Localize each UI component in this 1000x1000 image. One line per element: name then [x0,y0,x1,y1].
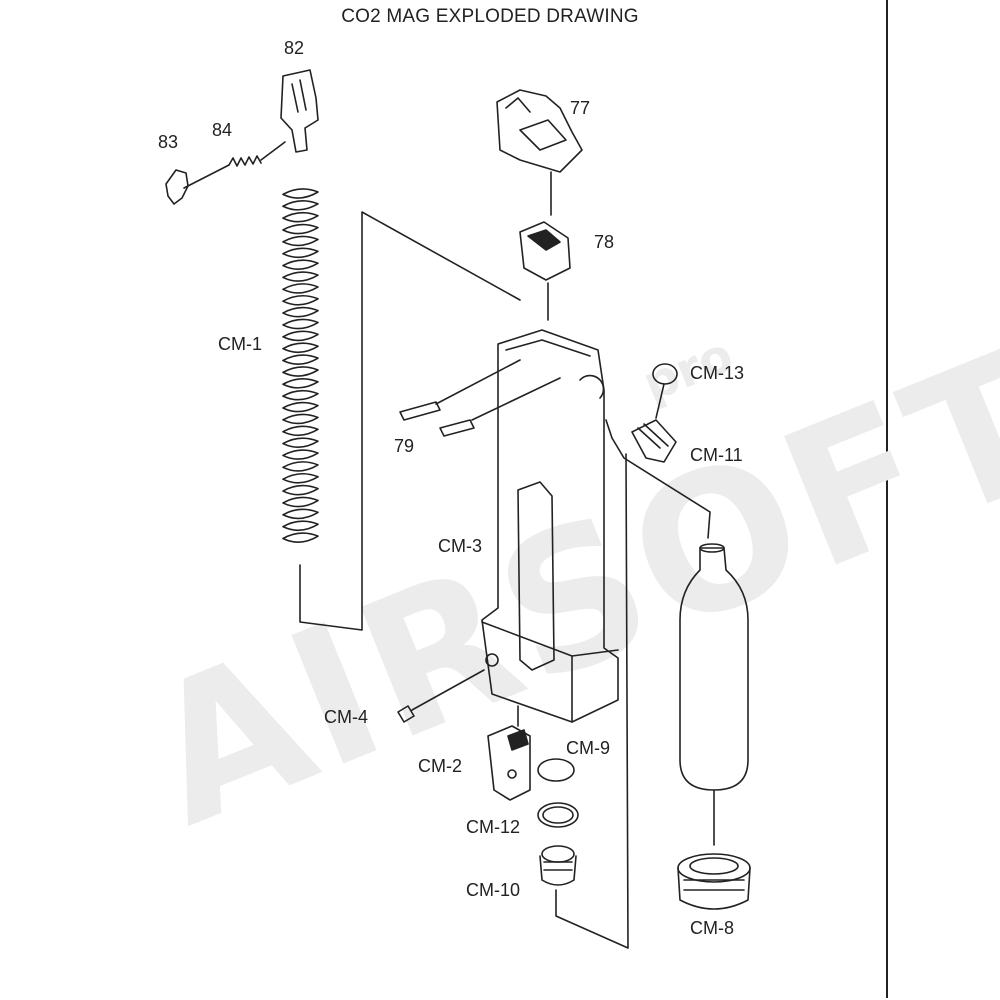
part-77-mag-lip [496,89,583,216]
drawing-frame [886,0,888,998]
label-cm1: CM-1 [218,334,262,354]
part-cm8-end-cap [677,853,751,910]
part-cm2-base [487,705,531,801]
watermark: AIRSOFT pro [121,308,1000,869]
label-cm10: CM-10 [466,880,521,900]
label-cm13: CM-13 [690,363,745,383]
diagram-title: CO2 MAG EXPLODED DRAWING [341,6,639,27]
watermark-text: AIRSOFT [121,308,1000,869]
label-83: 83 [158,132,179,152]
label-cm11: CM-11 [690,445,743,465]
part-79-pins [399,359,561,437]
label-82: 82 [284,38,305,58]
part-co2-cartridge [679,543,749,846]
label-cm8: CM-8 [690,918,734,938]
label-cm12: CM-12 [466,817,521,837]
label-78: 78 [594,232,615,252]
part-cm12-ring [537,802,579,828]
label-cm9: CM-9 [566,738,610,758]
part-83-pin [165,169,189,205]
spring-coils [282,188,319,543]
label-cm2: CM-2 [418,756,462,776]
part-cm13-o-ring [652,363,678,385]
label-84: 84 [212,120,233,140]
part-78-valve-block [519,221,571,321]
label-cm3: CM-3 [438,536,482,556]
leader-line-spring [299,211,521,631]
part-cm9-disc [537,758,575,782]
part-82-follower [280,69,319,153]
part-cm3-mag-body [481,329,619,723]
label-cm4: CM-4 [324,707,368,727]
label-77: 77 [570,98,591,118]
part-cm10-plug [539,453,629,949]
label-79: 79 [394,436,415,456]
part-cm4-screw [397,669,485,723]
part-84-spring [183,141,286,189]
part-cm1-main-spring [282,188,319,543]
part-cm11-valve [605,383,711,539]
